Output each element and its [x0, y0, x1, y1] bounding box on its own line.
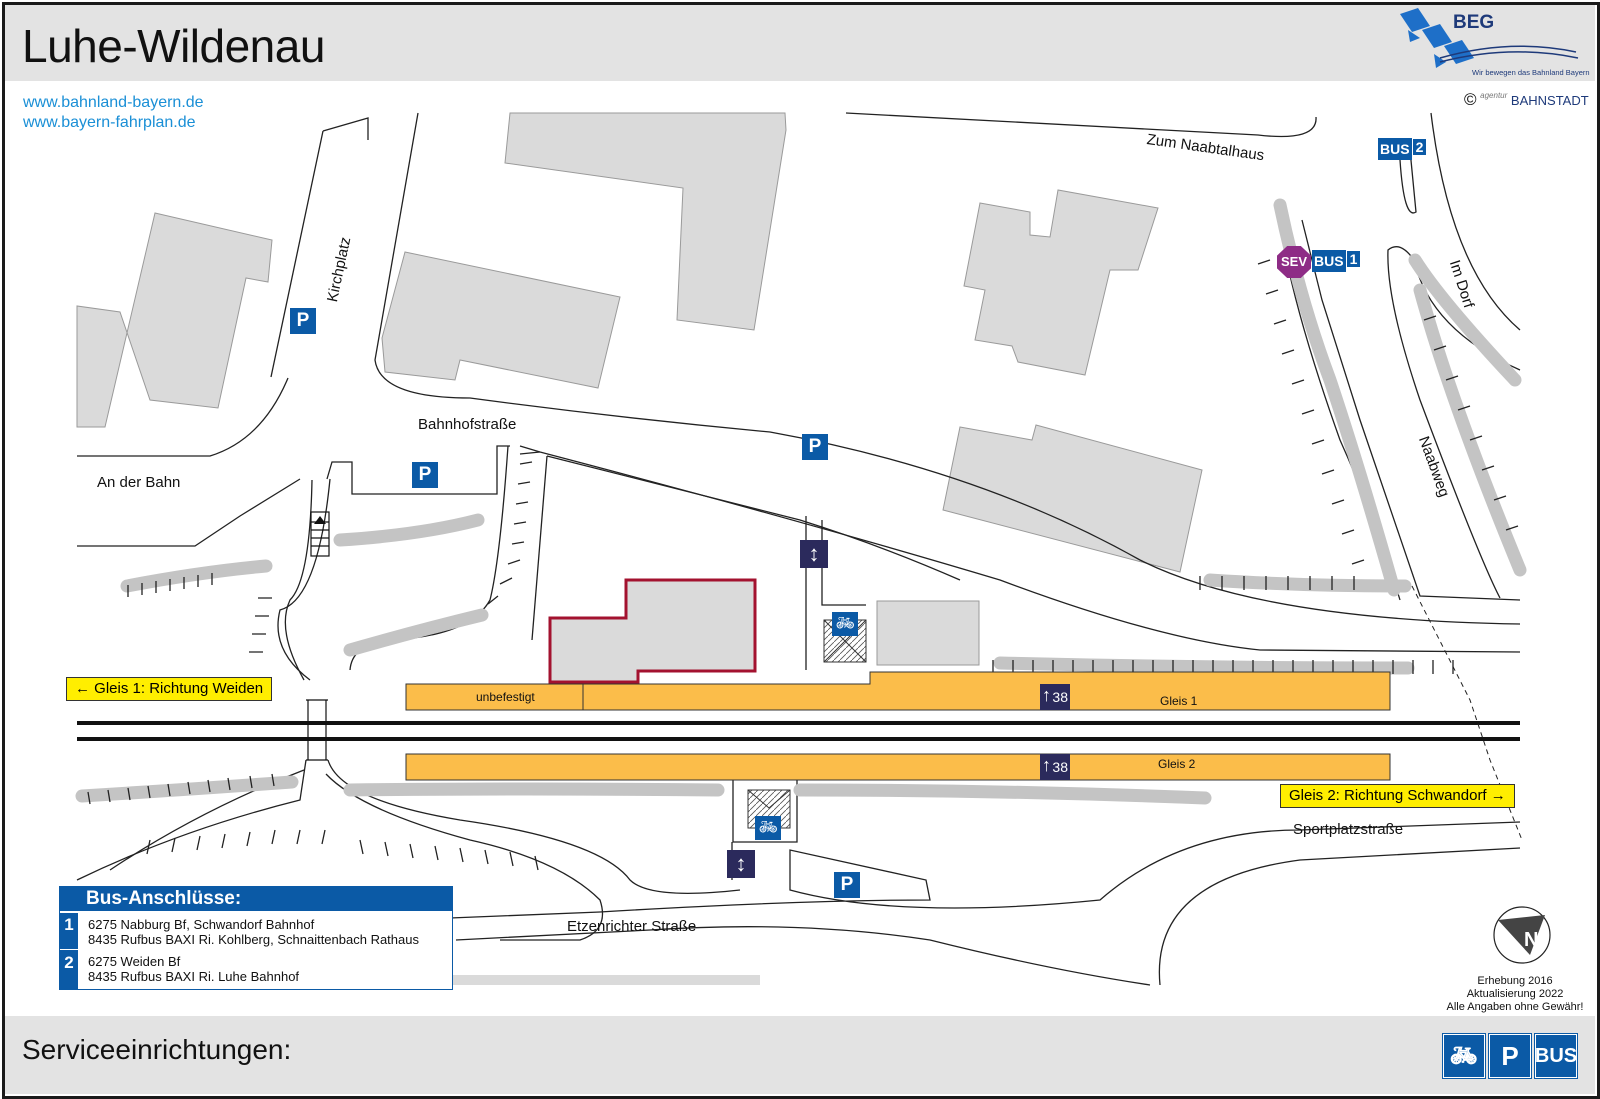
- platform-2-height: 38: [1052, 759, 1068, 775]
- services-label: Serviceeinrichtungen:: [22, 1034, 292, 1065]
- direction-sign-gleis-2-text: Gleis 2: Richtung Schwandorf: [1289, 787, 1487, 804]
- track-2: [77, 737, 1520, 741]
- bus-connections-title: Bus-Anschlüsse:: [60, 887, 452, 911]
- beg-tagline: Wir bewegen das Bahnland Bayern: [1472, 68, 1590, 77]
- up-arrow-icon: ↑: [1042, 755, 1051, 775]
- service-bus-icon[interactable]: BUS: [1535, 1034, 1577, 1078]
- street-sportplatzstrasse: Sportplatzstraße: [1293, 821, 1404, 838]
- platform-unbefestigt-label: unbefestigt: [476, 690, 535, 704]
- building: [963, 189, 1159, 376]
- page-title: Luhe-Wildenau: [22, 20, 325, 72]
- survey-note: Erhebung 2016 Aktualisierung 2022 Alle A…: [1440, 975, 1590, 1014]
- platform-1-height: 38: [1052, 689, 1068, 705]
- bicycle-icon[interactable]: 🚲︎: [755, 816, 781, 840]
- url-fahrplan[interactable]: www.bayern-fahrplan.de: [23, 114, 196, 131]
- arrow-right-icon: →: [1490, 787, 1506, 804]
- bus-stop-number: 2: [60, 950, 78, 989]
- tree-rows: [75, 198, 1527, 805]
- direction-sign-gleis-2: Gleis 2: Richtung Schwandorf →: [1280, 784, 1515, 808]
- up-arrow-icon: ↑: [1042, 685, 1051, 705]
- street-etzenrichter-strasse: Etzenrichter Straße: [567, 918, 697, 935]
- direction-sign-gleis-1-text: Gleis 1: Richtung Weiden: [94, 680, 264, 697]
- building: [942, 424, 1203, 573]
- street-an-der-bahn: An der Bahn: [97, 474, 181, 491]
- survey-line: Alle Angaben ohne Gewähr!: [1446, 1001, 1584, 1013]
- bus-line: 8435 Rufbus BAXI Ri. Luhe Bahnhof: [88, 969, 300, 984]
- track-1: [77, 721, 1520, 725]
- bus-icon: BUS: [1312, 250, 1346, 272]
- direction-sign-gleis-1: ← Gleis 1: Richtung Weiden: [66, 677, 273, 701]
- station-building: [548, 578, 757, 684]
- bus-stop-number: 2: [1411, 138, 1428, 156]
- bus-line: 6275 Weiden Bf: [88, 954, 181, 969]
- survey-line: Erhebung 2016: [1477, 975, 1553, 987]
- copyright-icon: ©: [1464, 90, 1477, 109]
- platform-2-height-marker: ↑ 38: [1040, 754, 1070, 780]
- sev-icon[interactable]: SEV: [1277, 246, 1311, 278]
- bus-line: 8435 Rufbus BAXI Ri. Kohlberg, Schnaitte…: [88, 932, 419, 947]
- arrow-left-icon: ←: [75, 680, 90, 697]
- footer-bar: Serviceeinrichtungen: 🚲︎ P BUS: [5, 1016, 1595, 1094]
- bus-stop-number: 1: [1345, 250, 1362, 268]
- parking-icon[interactable]: P: [412, 462, 438, 488]
- parking-icon[interactable]: P: [834, 872, 860, 898]
- road-strip: [450, 975, 760, 985]
- beg-logo: [1400, 8, 1579, 68]
- survey-line: Aktualisierung 2022: [1466, 988, 1564, 1000]
- platform-1-shape: [405, 671, 1391, 711]
- platform-1-label: Gleis 1: [1160, 694, 1198, 708]
- bus-stop-number: 1: [60, 913, 78, 949]
- up-down-arrow-icon[interactable]: ↕: [800, 540, 828, 568]
- up-down-arrow-icon[interactable]: ↕: [727, 850, 755, 878]
- copyright-notice: © agentur BAHNSTADT: [1464, 90, 1589, 110]
- bicycle-icon[interactable]: 🚲︎: [832, 612, 858, 636]
- parking-ticks: [87, 259, 1519, 871]
- agency-name: BAHNSTADT: [1510, 93, 1589, 108]
- beg-logo-text: BEG: [1453, 12, 1495, 33]
- building: [76, 212, 273, 428]
- building: [504, 112, 787, 331]
- street-bahnhofstrasse: Bahnhofstraße: [418, 416, 517, 433]
- stairs-arrow-icon: [314, 516, 326, 524]
- platform-2-shape: [405, 753, 1391, 781]
- svg-text:N: N: [1524, 929, 1538, 951]
- header-bar: Luhe-Wildenau: [5, 5, 1595, 81]
- bus-icon: BUS: [1378, 138, 1412, 160]
- url-bahnland[interactable]: www.bahnland-bayern.de: [23, 94, 204, 111]
- platform-2-label: Gleis 2: [1158, 757, 1196, 771]
- service-parking-icon[interactable]: P: [1489, 1034, 1531, 1078]
- bus-line: 6275 Nabburg Bf, Schwandorf Bahnhof: [88, 917, 315, 932]
- building: [381, 251, 621, 389]
- station-fence: [531, 455, 961, 670]
- url-block: www.bahnland-bayern.de www.bayern-fahrpl…: [23, 93, 204, 133]
- parking-icon[interactable]: P: [802, 434, 828, 460]
- agency-prefix: agentur: [1480, 91, 1508, 100]
- parking-icon[interactable]: P: [290, 308, 316, 334]
- north-arrow-icon: N: [1493, 906, 1551, 964]
- bus-connections-panel: Bus-Anschlüsse: 1 6275 Nabburg Bf, Schwa…: [59, 886, 453, 990]
- building: [876, 600, 980, 666]
- platform-1-height-marker: ↑ 38: [1040, 684, 1070, 710]
- service-bicycle-icon[interactable]: 🚲︎: [1443, 1034, 1485, 1078]
